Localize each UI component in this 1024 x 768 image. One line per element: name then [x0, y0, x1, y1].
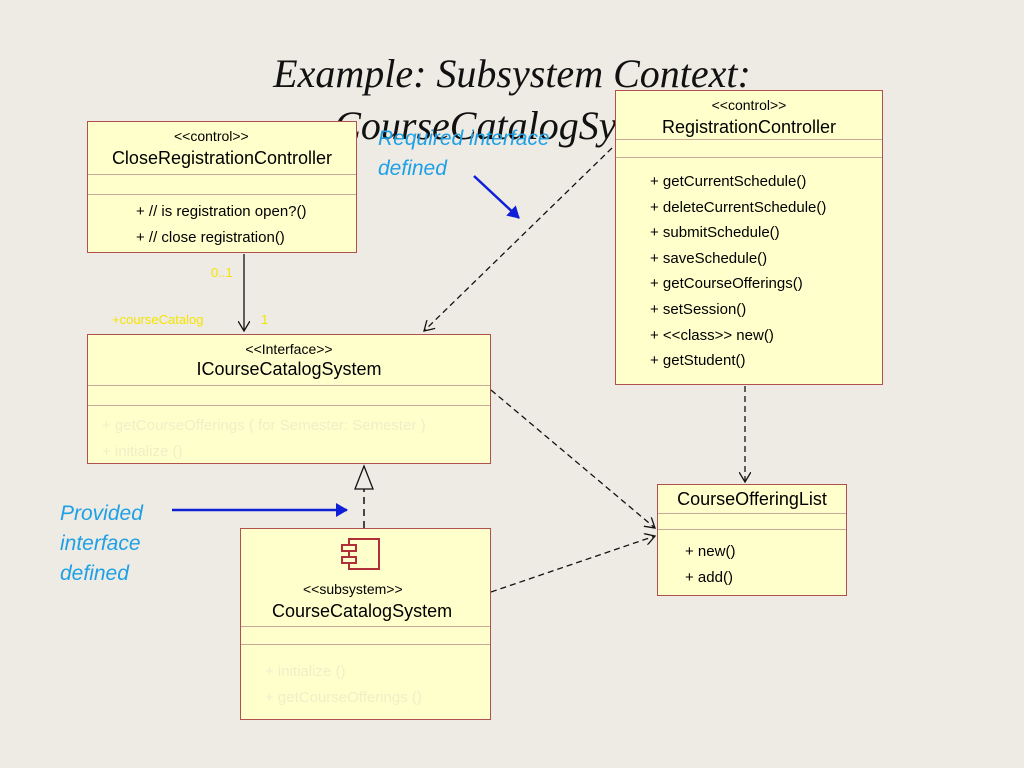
operation: + initialize ()	[102, 442, 183, 460]
dependency-line	[424, 147, 613, 331]
compartment-divider	[88, 174, 356, 175]
operation: + // close registration()	[136, 228, 285, 246]
compartment-divider	[658, 529, 846, 530]
class-stereotype: <<subsystem>>	[303, 581, 403, 597]
operation: + getCourseOfferings ( for Semester: Sem…	[102, 417, 426, 434]
close-registration-controller-class[interactable]: <<control>> CloseRegistrationController …	[87, 121, 357, 253]
operation: + add()	[685, 568, 733, 586]
operation: + deleteCurrentSchedule()	[650, 198, 827, 216]
compartment-divider	[241, 644, 490, 645]
operation: + getStudent()	[650, 352, 746, 370]
icourse-catalog-system-interface[interactable]: <<Interface>> ICourseCatalogSystem + get…	[87, 334, 491, 464]
component-icon	[341, 538, 380, 570]
required-interface-arrow	[473, 175, 520, 219]
role-label: +courseCatalog	[112, 312, 204, 327]
required-interface-note: Required interface defined	[378, 124, 550, 184]
realization-arrowhead	[354, 464, 374, 490]
class-stereotype: <<control>>	[711, 97, 787, 113]
class-stereotype: <<Interface>>	[245, 341, 333, 357]
compartment-divider	[88, 405, 490, 406]
operation: + initialize ()	[265, 663, 346, 680]
note-line: defined	[378, 157, 447, 180]
note-line: Provided	[60, 502, 143, 525]
operation: + setSession()	[650, 300, 747, 318]
registration-controller-class[interactable]: <<control>> RegistrationController + get…	[615, 90, 883, 385]
operation: + <<class>> new()	[650, 326, 774, 344]
compartment-divider	[241, 626, 490, 627]
class-name: CourseCatalogSystem	[272, 601, 453, 621]
course-offering-list-class[interactable]: CourseOfferingList + new() + add()	[657, 484, 847, 596]
dependency-line	[490, 536, 655, 593]
compartment-divider	[616, 157, 882, 158]
provided-interface-note: Provided interface defined	[60, 499, 143, 589]
compartment-divider	[616, 139, 882, 140]
compartment-divider	[658, 513, 846, 514]
operation: + getCourseOfferings()	[650, 275, 803, 293]
class-name: RegistrationController	[661, 117, 837, 137]
class-stereotype: <<control>>	[174, 128, 249, 144]
operation: + saveSchedule()	[650, 249, 768, 267]
course-catalog-system-subsystem[interactable]: <<subsystem>> CourseCatalogSystem + init…	[240, 528, 491, 720]
class-name: ICourseCatalogSystem	[196, 359, 382, 379]
multiplicity-label: 0..1	[211, 265, 233, 280]
dependency-line	[490, 389, 655, 528]
operation: + getCourseOfferings ()	[265, 688, 422, 706]
class-name: CloseRegistrationController	[111, 148, 333, 168]
title-line-1: Example: Subsystem Context:	[273, 51, 751, 96]
note-line: interface	[60, 532, 141, 555]
class-name: CourseOfferingList	[677, 489, 827, 509]
compartment-divider	[88, 385, 490, 386]
operation: + submitSchedule()	[650, 224, 780, 242]
compartment-divider	[88, 194, 356, 195]
multiplicity-label: 1	[261, 312, 269, 327]
note-line: Required interface	[378, 127, 550, 150]
note-line: defined	[60, 562, 129, 585]
operation: + new()	[685, 543, 736, 560]
operation: + getCurrentSchedule()	[650, 173, 807, 190]
operation: + // is registration open?()	[136, 203, 307, 220]
